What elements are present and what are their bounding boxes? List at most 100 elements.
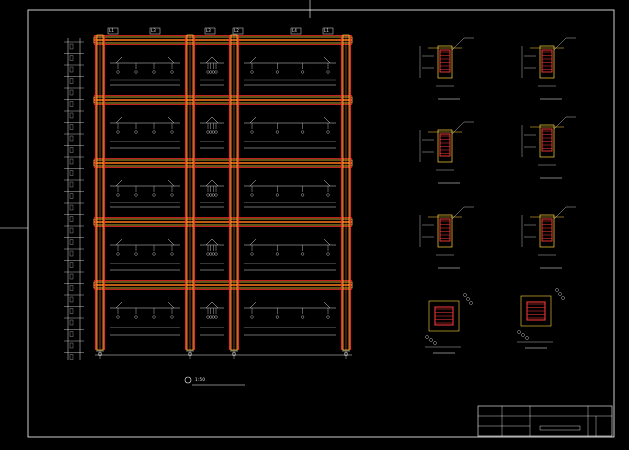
title-block-frame	[477, 405, 613, 437]
bay-tag-circle	[250, 252, 254, 256]
section-leader	[553, 37, 567, 51]
bay-tag-circle	[206, 315, 210, 319]
bay-tag-circle	[211, 315, 215, 319]
section-outline	[539, 45, 555, 79]
dim-text-block	[69, 78, 74, 84]
bay-tag-circle	[206, 70, 210, 74]
dim-text-block	[69, 158, 74, 165]
bay-panel	[240, 227, 340, 280]
section-outline	[539, 124, 555, 158]
axis-tag-top: L2	[234, 28, 239, 33]
bay-tag-circle	[214, 193, 218, 197]
dim-text-block	[69, 66, 74, 73]
dim-text-block	[69, 216, 74, 222]
bay-tag-circle	[170, 70, 174, 74]
bay-panel	[106, 290, 184, 345]
section-stirrup	[439, 133, 451, 157]
bay-panel	[240, 168, 340, 217]
bay-tag-circle	[170, 130, 174, 134]
dim-text-block	[69, 43, 74, 50]
section-detail	[517, 288, 565, 349]
bay-tag-circle	[214, 70, 218, 74]
bay-tag-circle	[134, 70, 138, 74]
dim-text-block	[69, 296, 74, 303]
bay-rebar-bend	[211, 179, 219, 187]
axis-tag-box	[232, 27, 244, 35]
dim-text-block	[69, 273, 74, 280]
bay-panel	[196, 168, 228, 217]
column-section-bubble	[525, 336, 529, 340]
column-section-bubble	[558, 292, 562, 296]
bay-tag-circle	[326, 315, 330, 319]
bay-rebar-bend	[323, 56, 331, 64]
dim-text-block	[69, 285, 74, 291]
title-block	[477, 405, 613, 437]
axis-tag-top: L4	[292, 28, 297, 33]
column-section-bubble	[561, 296, 565, 300]
axis-tag-box	[204, 27, 216, 35]
column-section-outer	[520, 295, 552, 327]
dim-text-block	[69, 170, 74, 176]
bay-rebar-bend	[323, 238, 331, 246]
section-stirrup	[541, 128, 553, 152]
section-leader	[451, 206, 465, 220]
title-block-drawing-name	[539, 425, 581, 431]
title-index-circle	[184, 376, 192, 384]
dim-text-block	[69, 101, 74, 107]
dim-text-block	[69, 204, 74, 211]
bay-tag-circle	[209, 252, 213, 256]
section-caption-space	[440, 93, 456, 97]
bay-rebar-bend	[205, 56, 213, 64]
section-stirrup	[541, 218, 553, 242]
section-caption-space	[542, 262, 558, 266]
section-leader	[553, 206, 567, 220]
bay-tag-circle	[170, 315, 174, 319]
section-outline	[437, 214, 453, 248]
bay-tag-circle	[116, 130, 120, 134]
bay-rebar-bend	[211, 116, 219, 124]
bay-tag-circle	[250, 70, 254, 74]
bay-rebar-bend	[115, 179, 123, 187]
bay-tag-circle	[214, 130, 218, 134]
axis-tag-box	[290, 27, 302, 35]
bay-tag-circle	[209, 70, 213, 74]
section-details	[419, 37, 576, 354]
axis-tag-box	[322, 27, 334, 35]
axis-tag-top: L1	[324, 28, 329, 33]
drawing-border	[0, 0, 615, 438]
sheet-border	[27, 9, 615, 438]
bay-rebar-bend	[115, 301, 123, 309]
elevation-title: 1:50	[192, 377, 205, 384]
dim-text-block	[69, 262, 74, 268]
bay-rebar-bend	[323, 179, 331, 187]
section-caption-space	[440, 177, 456, 181]
section-detail	[419, 121, 474, 184]
section-caption-space	[440, 262, 456, 266]
bay-tag-circle	[170, 252, 174, 256]
column-section-bubble	[521, 333, 525, 337]
bay-rebar-bend	[167, 301, 175, 309]
bay-rebar-bend	[211, 56, 219, 64]
bay-rebar-bend	[211, 301, 219, 309]
bay-tag-circle	[116, 70, 120, 74]
dim-text-block	[69, 227, 74, 234]
dim-text-block	[69, 239, 74, 245]
section-leader	[553, 116, 567, 130]
bay-rebar-bend	[249, 238, 257, 246]
dim-text-block	[69, 55, 74, 61]
bay-tag-circle	[116, 252, 120, 256]
section-detail	[521, 116, 576, 179]
bay-panel	[106, 168, 184, 217]
bay-tag-circle	[301, 130, 305, 134]
bay-tag-circle	[326, 130, 330, 134]
bay-panel	[106, 227, 184, 280]
bay-tag-circle	[206, 130, 210, 134]
axis-tag-top: L3	[206, 28, 211, 33]
frame-elevation	[93, 27, 353, 357]
section-detail	[419, 37, 474, 100]
column-section-bubble	[433, 341, 437, 345]
bay-tag-circle	[152, 315, 156, 319]
bay-tag-circle	[152, 193, 156, 197]
section-detail	[419, 206, 474, 269]
section-leader	[451, 37, 465, 51]
